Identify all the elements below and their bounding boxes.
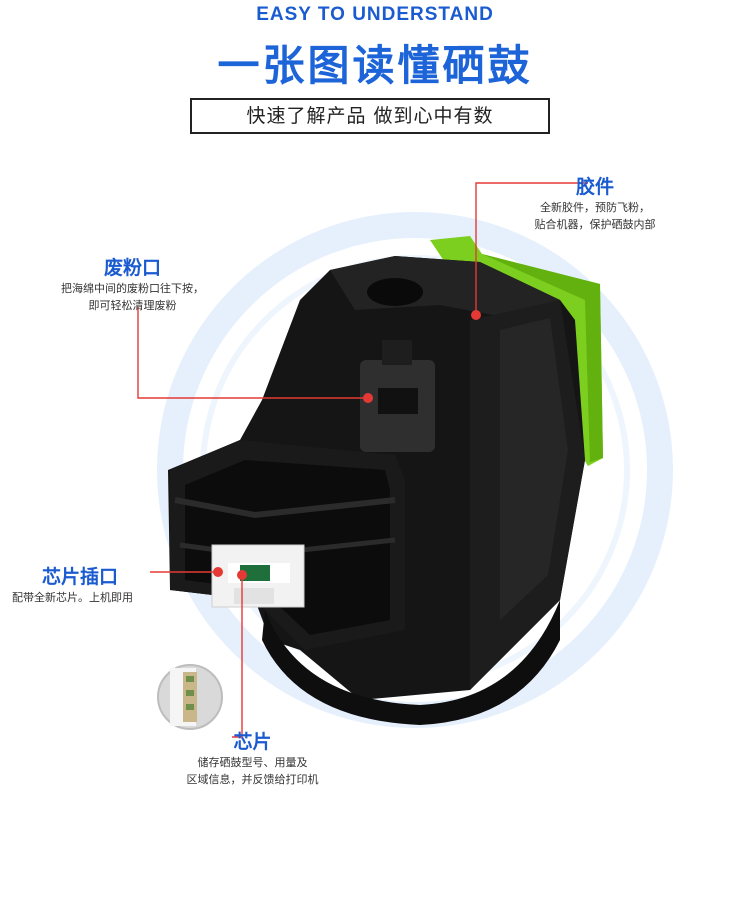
- callout-lines: [137, 182, 588, 738]
- callout-chip: 芯片 储存硒鼓型号、用量及 区域信息，并反馈给打印机: [165, 727, 340, 788]
- chip-inset: [157, 664, 223, 730]
- callout-parts-line2: 贴合机器，保护硒鼓内部: [534, 218, 656, 231]
- chip-board: [240, 565, 270, 581]
- callout-chip-title: 芯片: [233, 731, 272, 753]
- callout-waste-port-title: 废粉口: [103, 257, 161, 279]
- callout-chip-slot: 芯片插口 配带全新芯片。上机即用: [12, 562, 182, 606]
- callout-chip-slot-title: 芯片插口: [42, 566, 119, 588]
- page-title: 一张图读懂硒鼓: [217, 41, 533, 90]
- easy-to-understand-kicker: EASY TO UNDERSTAND: [256, 4, 494, 25]
- callout-waste-port-line1: 把海绵中间的废粉口往下按，: [61, 282, 204, 295]
- callout-chip-line1: 储存硒鼓型号、用量及: [197, 756, 308, 769]
- callout-dots: [213, 310, 481, 580]
- callout-parts-title: 胶件: [575, 176, 614, 198]
- callout-parts-line1: 全新胶件，预防飞粉，: [540, 201, 650, 214]
- callout-chip-line2: 区域信息，并反馈给打印机: [186, 773, 319, 786]
- page-subtitle: 快速了解产品 做到心中有数: [190, 98, 550, 134]
- callout-waste-port-line2: 即可轻松清理废粉: [88, 299, 177, 312]
- callout-parts: 胶件 全新胶件，预防飞粉， 贴合机器，保护硒鼓内部: [500, 172, 690, 233]
- callout-waste-port: 废粉口 把海绵中间的废粉口往下按， 即可轻松清理废粉: [40, 253, 225, 314]
- callout-chip-slot-line1: 配带全新芯片。上机即用: [12, 591, 133, 604]
